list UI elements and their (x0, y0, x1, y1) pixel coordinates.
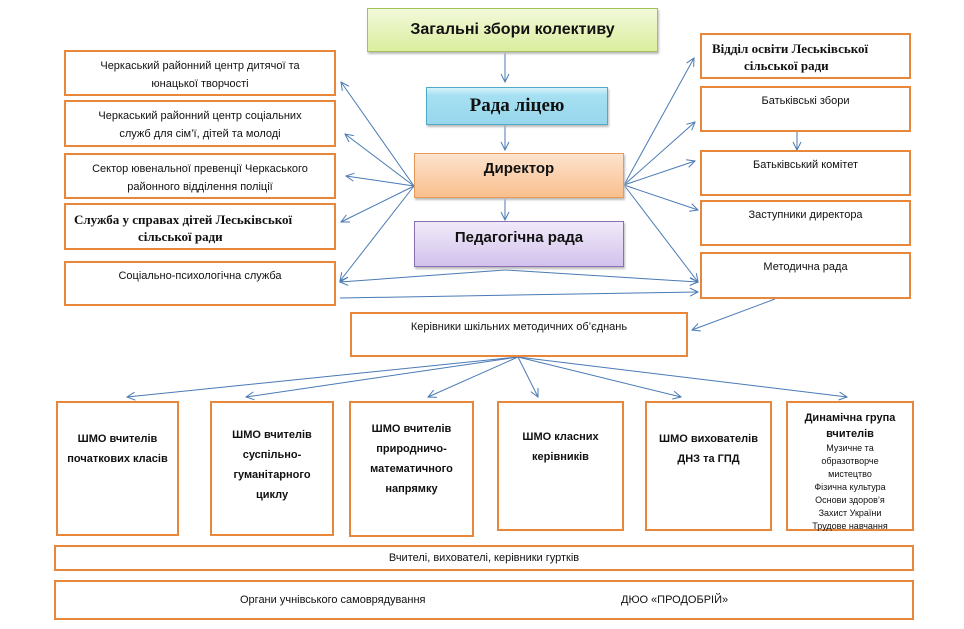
left-box-juvenile-prevention: Сектор ювенальної превенції Черкаського … (64, 153, 336, 199)
shmo-science-math-teachers: ШМО вчителів природничо- математичного н… (349, 401, 474, 537)
right-box-5-line1: Методична рада (763, 261, 848, 273)
teachers-educators-label: Вчителі, вихователі, керівники гуртків (388, 552, 580, 564)
right-box-3-line1: Батьківський комітет (753, 159, 858, 171)
left-box-youth-creativity-center: Черкаський районний центр дитячої та юна… (64, 50, 336, 96)
right-box-2-line1: Батьківські збори (761, 95, 850, 107)
pedagogical-council-box: Педагогічна рада (414, 221, 624, 267)
arrow-director-left-3 (346, 176, 415, 187)
student-self-government-box: Органи учнівського самоврядування ДЮО «П… (54, 580, 914, 620)
shmo-3-line1: ШМО вчителів (371, 423, 452, 435)
arrow-director-left-1 (341, 82, 415, 187)
director-box: Директор (414, 153, 624, 198)
right-box-4-line1: Заступники директора (748, 209, 863, 221)
arrow-heads-shmo-4 (517, 356, 538, 397)
shmo-1-line1: ШМО вчителів (77, 433, 158, 445)
dynamic-group-title-line2: вчителів (826, 428, 874, 440)
shmo-3-line3: математичного (370, 463, 453, 475)
arrow-director-left-5 (340, 185, 415, 281)
dynamic-group-subject: образотворче (821, 456, 879, 466)
left-box-5-line1: Соціально-психологічна служба (118, 270, 282, 282)
arrow-heads-shmo-1 (127, 356, 519, 397)
left-box-3-line1: Сектор ювенальної превенції Черкаського (92, 163, 308, 175)
general-meeting-label: Загальні збори колективу (410, 21, 615, 38)
shmo-5-line2: ДНЗ та ГПД (677, 453, 740, 465)
arrow-heads-shmo-5 (517, 356, 681, 397)
left-box-1-line2: юнацької творчості (151, 78, 249, 90)
arrow-director-left-4 (341, 185, 415, 222)
arrow-director-right-3 (623, 161, 695, 186)
general-meeting-box: Загальні збори колективу (367, 8, 658, 52)
method-association-heads-box: Керівники шкільних методичних об’єднань (350, 312, 688, 357)
arrow-method-council-heads (692, 298, 776, 330)
dynamic-group-subject: мистецтво (828, 469, 872, 479)
left-box-children-affairs-service: Служба у справах дітей Леськівської сіль… (64, 203, 336, 250)
arrow-heads-shmo-6 (517, 356, 847, 397)
right-box-parents-committee: Батьківський комітет (700, 150, 911, 196)
right-box-education-department: Відділ освіти Леськівської сільської рад… (700, 33, 911, 79)
dynamic-group-subject: Музичне та (826, 443, 874, 453)
student-self-government-label: Органи учнівського самоврядування (240, 594, 426, 606)
dynamic-group-subject: Фізична культура (814, 482, 886, 492)
dynamic-group-subject: Захист України (818, 508, 882, 518)
lyceum-council-label: Рада ліцею (469, 95, 565, 116)
dynamic-group-subject: Трудове навчання (812, 521, 888, 531)
method-association-heads-label: Керівники шкільних методичних об’єднань (410, 321, 628, 333)
left-box-4-line2: сільської ради (138, 229, 223, 244)
shmo-preschool-educators: ШМО вихователів ДНЗ та ГПД (645, 401, 772, 531)
shmo-2-line1: ШМО вчителів (232, 429, 312, 441)
left-box-social-psych-service: Соціально-психологічна служба (64, 261, 336, 306)
shmo-humanities-teachers: ШМО вчителів суспільно- гуманітарного ци… (210, 401, 334, 536)
arrow-ped-right (504, 269, 698, 282)
director-label: Директор (483, 160, 555, 177)
shmo-class-teachers: ШМО класних керівників (497, 401, 624, 531)
arrow-social-to-method (339, 292, 698, 299)
arrow-director-right-4 (623, 184, 698, 210)
shmo-4-line1: ШМО класних (522, 431, 599, 443)
left-box-2-line2: служб для сім’ї, дітей та молоді (119, 128, 281, 140)
youth-org-label: ДЮО «ПРОДОБРІЙ» (621, 594, 729, 606)
arrow-heads-shmo-2 (246, 356, 519, 397)
arrow-director-right-5 (623, 184, 698, 282)
shmo-2-line4: циклу (255, 489, 289, 501)
left-box-4-line1: Служба у справах дітей Леськівської (74, 212, 293, 227)
shmo-3-line2: природничо- (376, 443, 447, 455)
right-box-1-line2: сільської ради (744, 58, 829, 73)
right-box-methodic-council: Методична рада (700, 252, 911, 299)
shmo-2-line3: гуманітарного (233, 469, 311, 481)
right-box-1-line1: Відділ освіти Леськівської (712, 41, 869, 56)
shmo-primary-teachers: ШМО вчителів початкових класів (56, 401, 179, 536)
shmo-3-line4: напрямку (385, 483, 438, 495)
right-box-parents-meeting: Батьківські збори (700, 86, 911, 132)
arrow-director-left-2 (345, 134, 415, 187)
left-box-1-line1: Черкаський районний центр дитячої та (100, 60, 300, 72)
right-box-deputy-directors: Заступники директора (700, 200, 911, 246)
shmo-5-line1: ШМО вихователів (659, 433, 758, 445)
shmo-1-line2: початкових класів (67, 453, 168, 465)
dynamic-group-title-line1: Динамічна група (804, 412, 896, 424)
left-box-3-line2: районного відділення поліції (127, 181, 273, 193)
left-box-social-services-center: Черкаський районний центр соціальних слу… (64, 100, 336, 147)
dynamic-teacher-group: Динамічна група вчителів Музичне та обра… (786, 401, 914, 531)
arrow-director-right-1 (623, 58, 694, 186)
arrow-director-right-2 (623, 122, 695, 186)
arrow-heads-shmo-3 (428, 356, 519, 397)
left-box-2-line1: Черкаський районний центр соціальних (98, 110, 302, 122)
teachers-educators-box: Вчителі, вихователі, керівники гуртків (54, 545, 914, 571)
dynamic-group-subject: Основи здоров’я (815, 495, 885, 505)
lyceum-council-box: Рада ліцею (426, 87, 608, 125)
pedagogical-council-label: Педагогічна рада (454, 229, 584, 246)
arrow-ped-left (340, 269, 506, 282)
shmo-4-line2: керівників (532, 451, 589, 463)
shmo-2-line2: суспільно- (242, 449, 302, 461)
